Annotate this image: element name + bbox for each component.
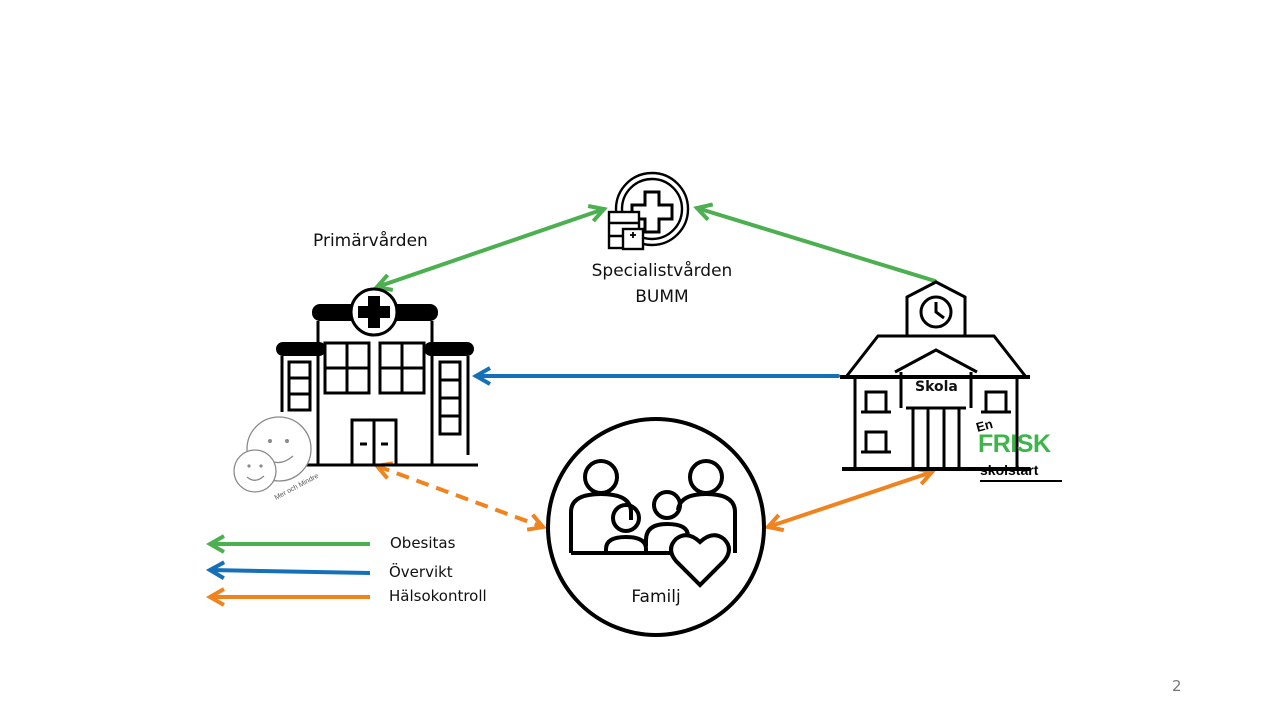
legend-label-halsokontroll: Hälsokontroll xyxy=(389,587,487,605)
orange-dashed-arrow-primary-family xyxy=(373,461,547,532)
frisk-logo-skolstart: skolstart xyxy=(980,462,1039,478)
green-arrow-primary-specialist xyxy=(373,204,608,292)
mer-och-mindre-logo: Mer och Mindre xyxy=(233,416,320,502)
legend-label-obesitas: Obesitas xyxy=(390,534,456,552)
primary-care-label: Primärvården xyxy=(313,231,428,251)
school-label: Skola xyxy=(915,379,958,395)
specialist-label-line1: Specialistvården xyxy=(591,261,733,281)
legend-arrow-overvikt xyxy=(205,560,371,580)
specialist-label: Specialistvården BUMM xyxy=(552,258,772,310)
hospital-icon xyxy=(262,287,478,467)
orange-arrow-family-school xyxy=(764,466,936,533)
page-number: 2 xyxy=(1172,677,1182,695)
frisk-logo-frisk: FRISK xyxy=(978,430,1051,458)
family-label: Familj xyxy=(631,587,681,607)
legend-label-overvikt: Övervikt xyxy=(389,563,453,581)
school-icon xyxy=(840,280,1030,471)
specialist-clinic-icon xyxy=(607,171,690,251)
specialist-label-line2: BUMM xyxy=(635,287,689,307)
green-arrow-school-specialist xyxy=(693,202,937,283)
family-icon xyxy=(546,417,766,637)
en-frisk-skolstart-logo: En FRISK skolstart xyxy=(974,416,1074,488)
frisk-logo-underline xyxy=(980,480,1062,482)
